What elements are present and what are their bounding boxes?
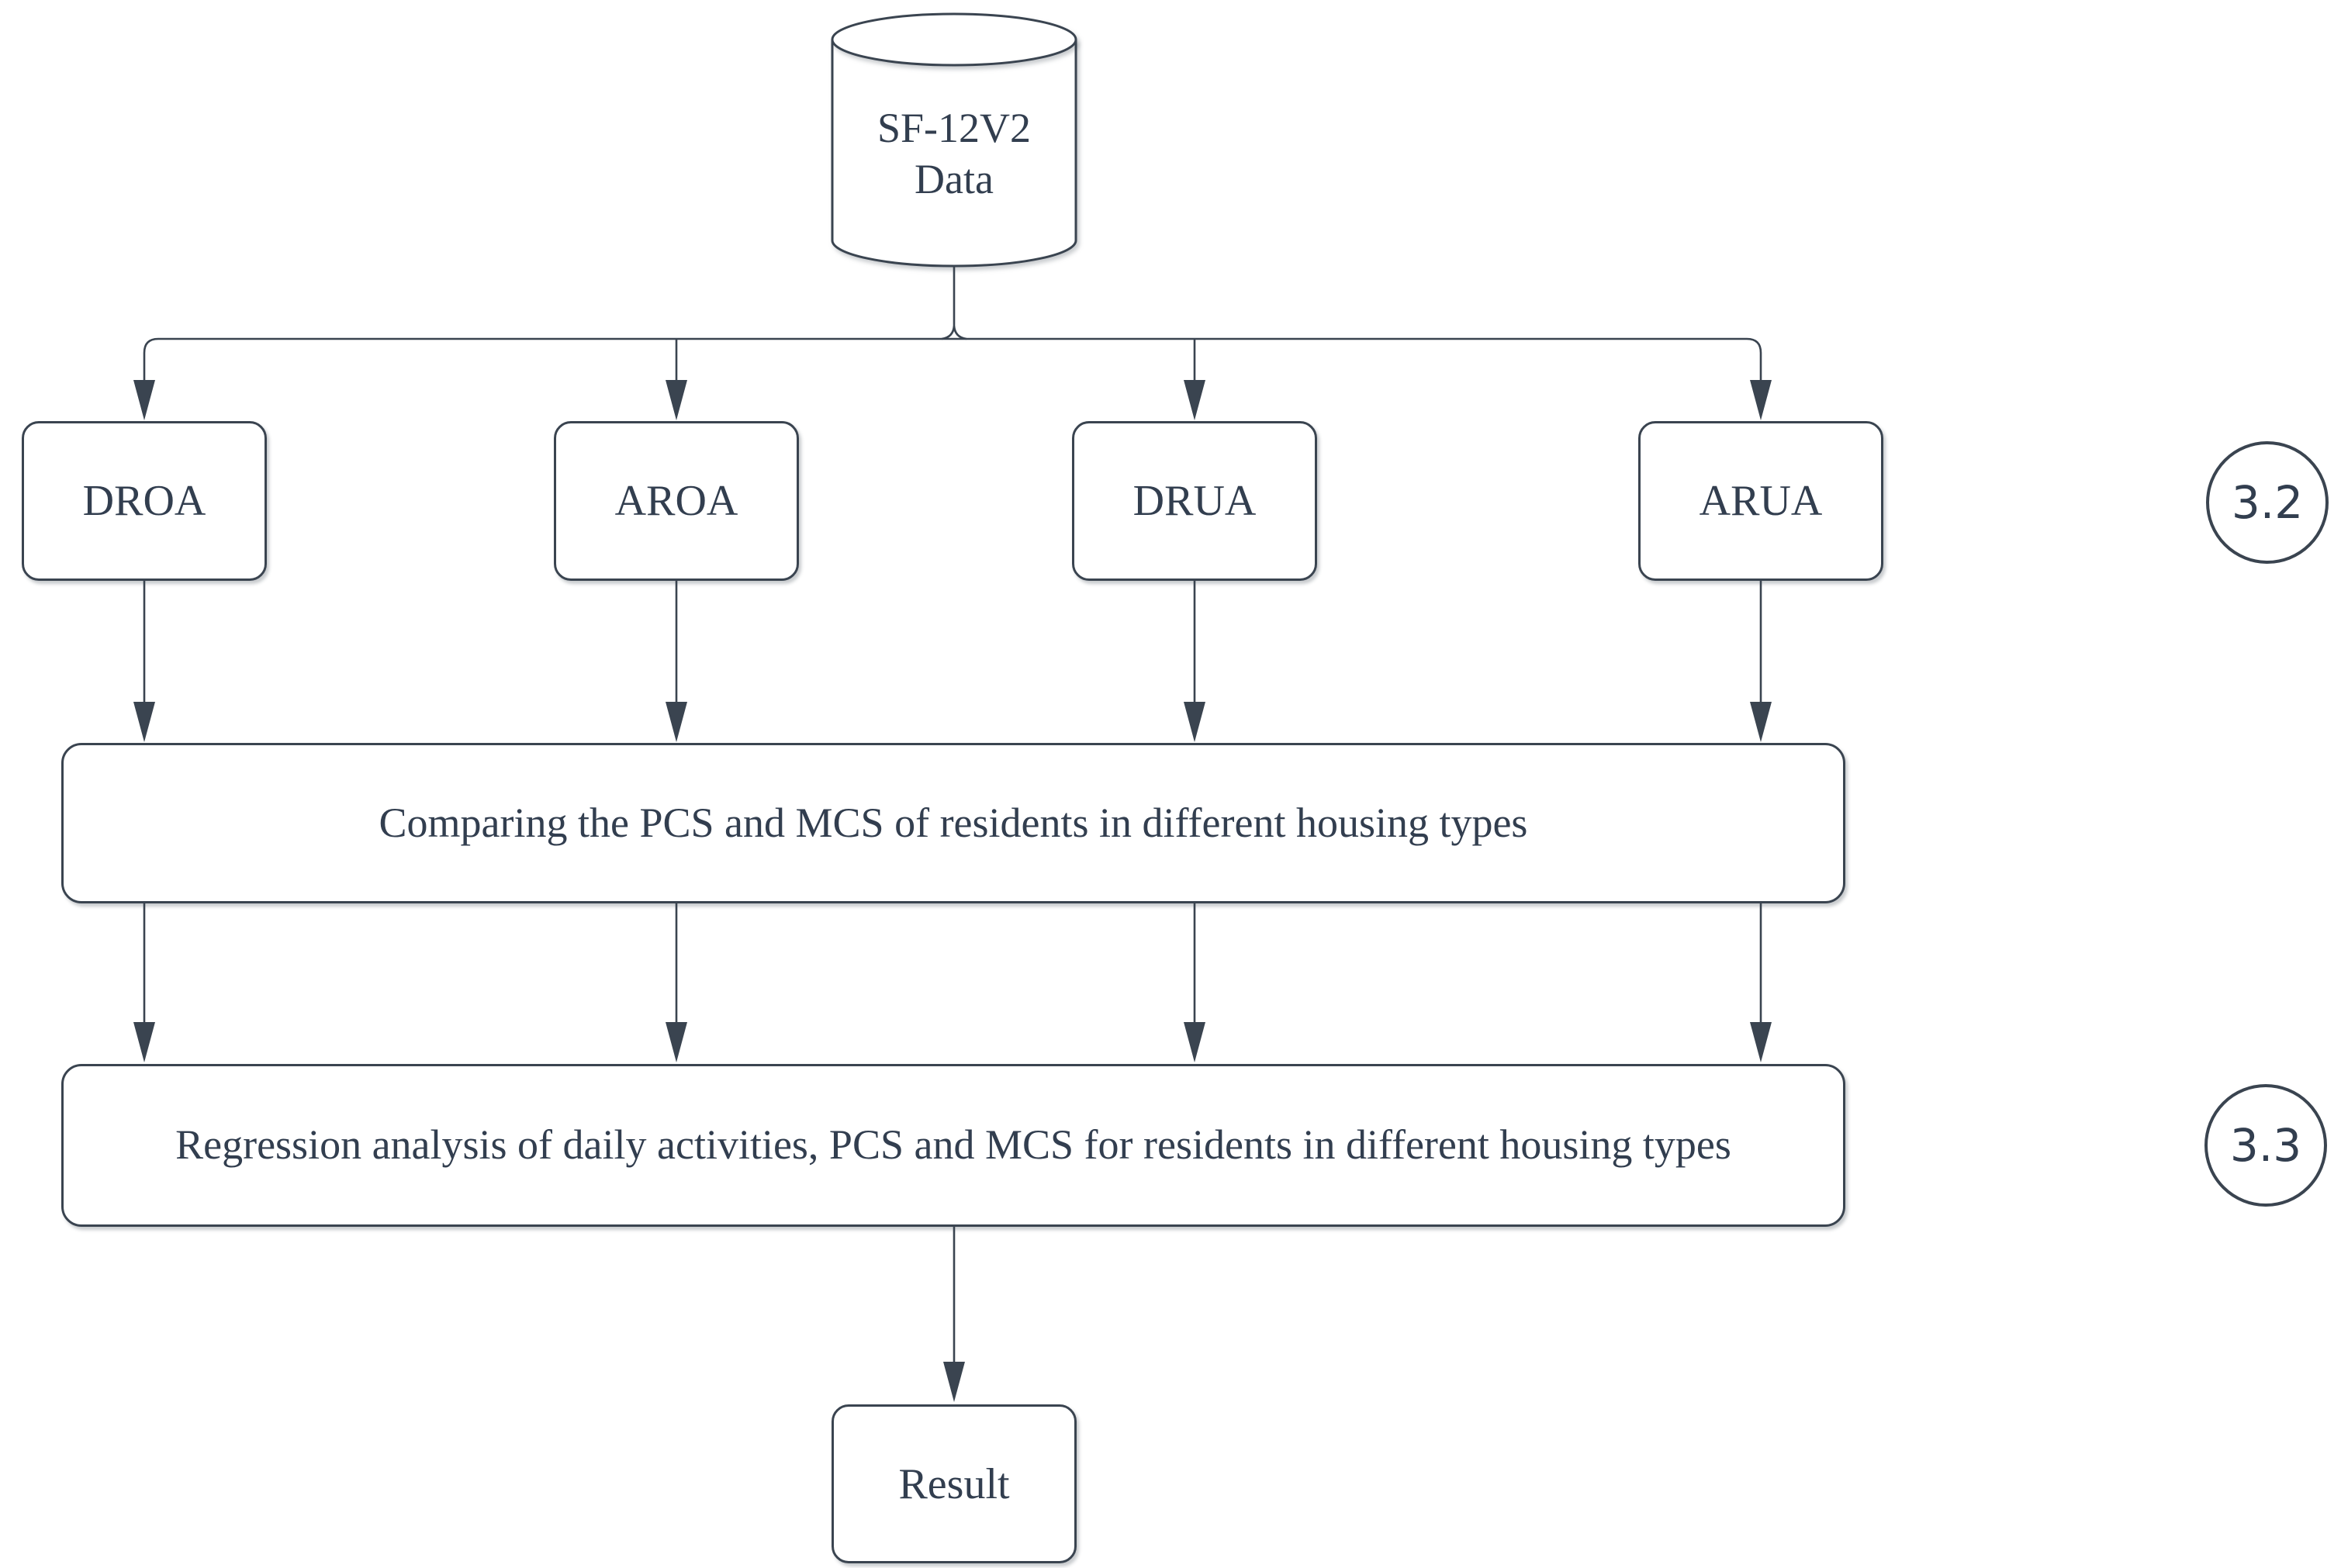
branch-node-aroa: AROA xyxy=(554,421,799,581)
branch-node-drua-label: DRUA xyxy=(1132,477,1257,525)
connector-db-stem xyxy=(941,266,967,340)
database-label: SF-12V2 Data xyxy=(832,102,1076,205)
branch-node-droa: DROA xyxy=(22,421,267,581)
process-node-regression: Regression analysis of daily activities,… xyxy=(61,1064,1845,1227)
connector-distribution-line xyxy=(143,337,1762,382)
branch-node-drua: DRUA xyxy=(1072,421,1317,581)
process-node-comparison: Comparing the PCS and MCS of residents i… xyxy=(61,743,1845,903)
result-node-label: Result xyxy=(898,1459,1010,1508)
database-label-line1: SF-12V2 xyxy=(877,105,1032,151)
database-cylinder-top xyxy=(831,12,1077,67)
section-badge-regression: 3.3 xyxy=(2204,1084,2327,1207)
arrowhead-regress-1 xyxy=(133,1022,155,1062)
process-node-regression-label: Regression analysis of daily activities,… xyxy=(175,1121,1731,1169)
arrowhead-regress-4 xyxy=(1750,1022,1772,1062)
database-label-line2: Data xyxy=(915,156,994,202)
arrowhead-result xyxy=(943,1362,965,1402)
arrowhead-compare-4 xyxy=(1750,702,1772,742)
section-badge-comparison: 3.2 xyxy=(2206,441,2329,564)
arrowhead-droa xyxy=(133,380,155,420)
arrowhead-compare-3 xyxy=(1184,702,1205,742)
section-badge-regression-label: 3.3 xyxy=(2229,1119,2302,1172)
branch-node-arua-label: ARUA xyxy=(1699,477,1823,525)
arrowhead-compare-1 xyxy=(133,702,155,742)
arrowhead-arua xyxy=(1750,380,1772,420)
arrowhead-aroa xyxy=(666,380,687,420)
section-badge-comparison-label: 3.2 xyxy=(2231,476,2304,529)
branch-node-aroa-label: AROA xyxy=(614,477,738,525)
arrowhead-regress-3 xyxy=(1184,1022,1205,1062)
arrowhead-drua xyxy=(1184,380,1205,420)
arrowhead-compare-2 xyxy=(666,702,687,742)
arrowhead-regress-2 xyxy=(666,1022,687,1062)
process-node-comparison-label: Comparing the PCS and MCS of residents i… xyxy=(379,799,1528,846)
result-node: Result xyxy=(832,1404,1077,1563)
branch-node-arua: ARUA xyxy=(1638,421,1883,581)
branch-node-droa-label: DROA xyxy=(82,477,206,525)
